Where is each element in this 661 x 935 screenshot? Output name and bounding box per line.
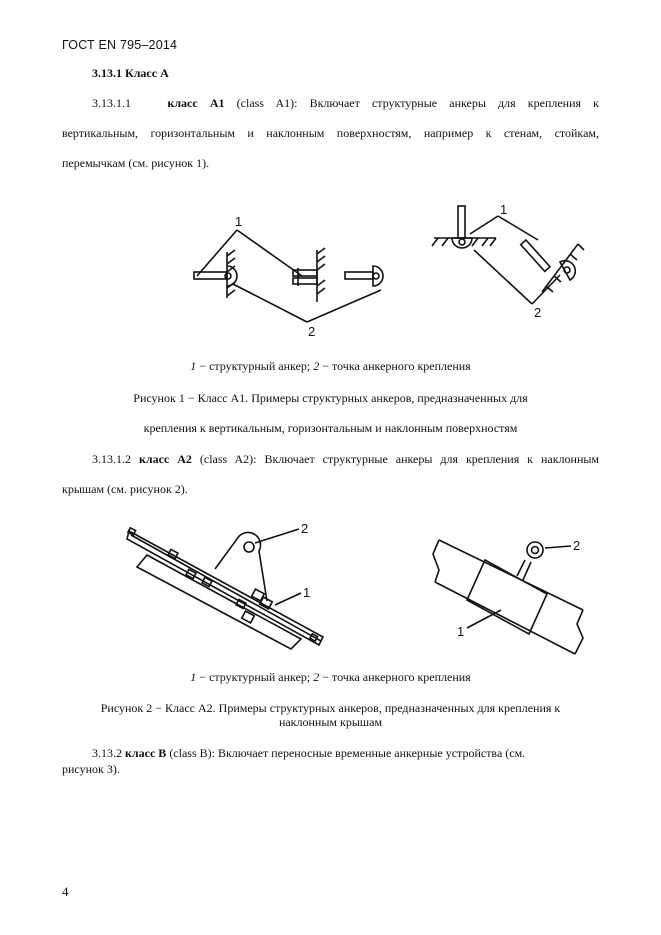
para-text: (class A1): Включает структурные анкеры … (236, 96, 600, 110)
para-3-13-1-1-line-1: 3.13.1.1 класс А1 (class A1): Включает с… (92, 96, 599, 110)
section-heading-text: 3.13.1 Класс А (92, 66, 169, 80)
para-number: 3.13.1.2 (92, 452, 131, 466)
figure-2-right-callout-1: 1 (457, 624, 464, 639)
legend-2-number: 2 (313, 670, 320, 684)
legend-2-text: − точка анкерного крепления (319, 359, 471, 373)
legend-1-number: 1 (190, 359, 197, 373)
standard-header: ГОСТ EN 795–2014 (62, 38, 178, 52)
figure-2-legend: 1 − структурный анкер; 2 − точка анкерно… (62, 670, 599, 684)
para-3-13-1-1-line-2: вертикальным, горизонтальным и наклонным… (62, 126, 599, 140)
para-class-label: класс А1 (167, 96, 225, 110)
figure-1-right-callout-1: 1 (500, 202, 507, 217)
section-heading: 3.13.1 Класс А (92, 66, 169, 80)
figure-1-left-drawing: 1 2 (193, 214, 384, 339)
legend-1-text: − структурный анкер; (196, 359, 314, 373)
para-3-13-1-2-line-2: крышам (см. рисунок 2). (62, 482, 188, 496)
figure-1-caption-line-1: Рисунок 1 − Класс А1. Примеры структурны… (133, 391, 528, 405)
para-class-label: класс В (125, 746, 167, 760)
para-number: 3.13.2 (92, 746, 122, 760)
para-3-13-2-line-1: 3.13.2 класс В (class B): Включает перен… (92, 746, 525, 760)
para-text: (class A2): Включает структурные анкеры … (199, 452, 600, 466)
para-3-13-1-2-line-1: 3.13.1.2 класс А2 (class A2): Включает с… (92, 452, 599, 466)
para-number: 3.13.1.1 (92, 96, 131, 110)
figure-1-callout-2: 2 (308, 324, 315, 339)
para-3-13-1-1-line-3: перемычкам (см. рисунок 1). (62, 156, 210, 170)
figure-1-callout-1: 1 (235, 214, 242, 229)
figure-2-callout-1: 1 (303, 585, 310, 600)
figure-1-legend: 1 − структурный анкер; 2 − точка анкерно… (62, 359, 599, 373)
figure-1-right-drawing: 1 2 (431, 202, 585, 320)
figure-2-left-drawing: 2 1 (126, 521, 325, 650)
legend-2-number: 2 (313, 359, 320, 373)
figure-2-callout-2: 2 (301, 521, 308, 536)
para-3-13-2-line-2: рисунок 3). (62, 762, 120, 776)
legend-2-text: − точка анкерного крепления (319, 670, 471, 684)
figure-2-right-drawing: 2 1 (432, 538, 584, 655)
page-number: 4 (62, 884, 69, 899)
figure-2-caption-line-1: Рисунок 2 − Класс А2. Примеры структурны… (100, 701, 561, 715)
legend-1-text: − структурный анкер; (196, 670, 314, 684)
figure-1-right-callout-2: 2 (534, 305, 541, 320)
para-class-label: класс А2 (138, 452, 192, 466)
figure-2-caption-line-2: наклонным крышам (278, 715, 383, 729)
para-text: (class B): Включает переносные временные… (169, 746, 526, 760)
figure-1-caption-line-2: крепления к вертикальным, горизонтальным… (143, 421, 518, 435)
legend-1-number: 1 (190, 670, 197, 684)
figure-2-right-callout-2: 2 (573, 538, 580, 553)
